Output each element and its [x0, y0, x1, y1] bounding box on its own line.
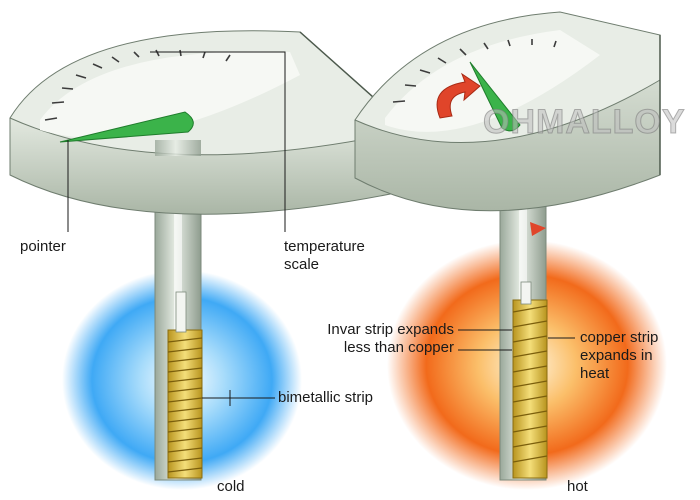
- copper-label-line3: heat: [580, 365, 610, 382]
- pointer-label: pointer: [20, 238, 66, 255]
- invar-label-line2: less than copper: [343, 339, 454, 356]
- bimetallic-strip-label: bimetallic strip: [278, 389, 374, 406]
- hot-pointer: [469, 61, 521, 132]
- hot-coil: [512, 281, 548, 479]
- copper-label-line1: copper strip: [580, 329, 659, 346]
- ohmalloy-watermark: OHMALLOY: [483, 103, 686, 142]
- temperature-scale-label-line2: scale: [284, 256, 320, 273]
- rotation-arrow: [436, 72, 481, 119]
- cold-label: cold: [217, 478, 245, 495]
- cold-pointer: [59, 111, 194, 143]
- copper-label-line2: expands in: [580, 347, 653, 364]
- cold-temperature-scale: [44, 49, 231, 121]
- temperature-scale-label-line1: temperature: [284, 238, 365, 255]
- invar-label-line1: Invar strip expands: [327, 321, 454, 338]
- hot-thermometer: [354, 11, 661, 481]
- hot-label: hot: [567, 478, 588, 495]
- hot-temperature-scale: [392, 39, 557, 103]
- cold-thermometer: [9, 30, 412, 481]
- cold-coil: [167, 291, 203, 479]
- leader-lines: [67, 51, 575, 406]
